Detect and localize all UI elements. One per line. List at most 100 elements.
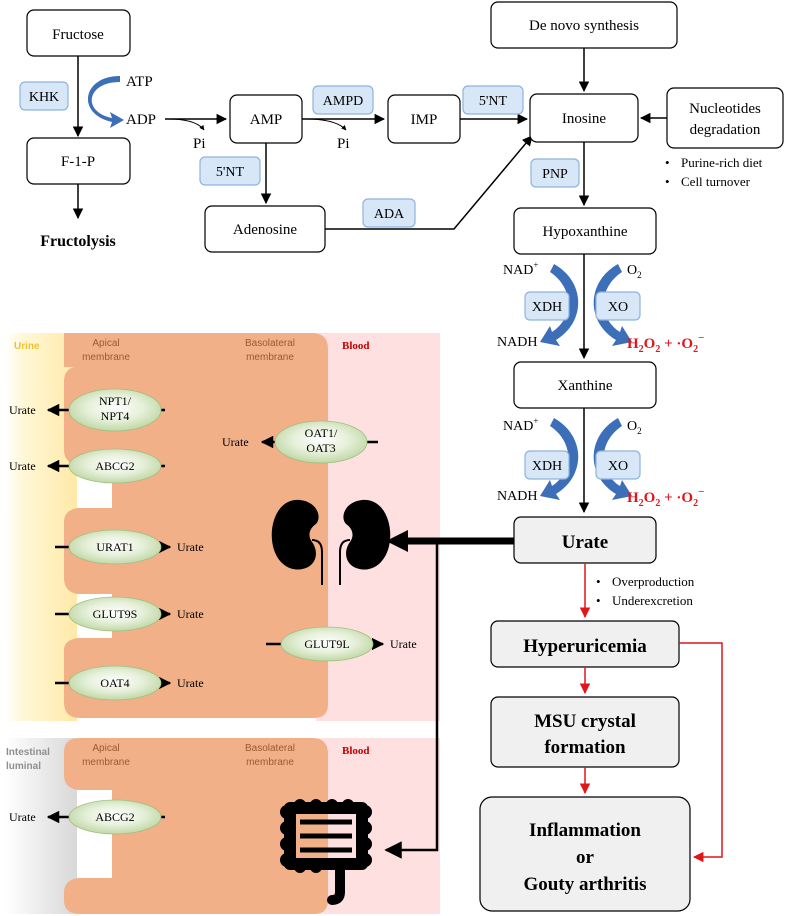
pnp-enzyme: [530, 158, 580, 188]
purine-branch: Pi AMP Pi AMPD IMP 5'NT 5'NT Adenosine A…: [165, 1, 784, 859]
npt-label-2: NPT4: [101, 409, 130, 423]
pnp-label: PNP: [542, 167, 568, 182]
bullet-4: •: [596, 593, 601, 608]
npt-transporter: [68, 388, 162, 432]
oat4-label: OAT4: [100, 676, 129, 690]
glut9l-label: GLUT9L: [304, 637, 349, 651]
hyperuricemia-to-gout-arrow: [679, 642, 723, 863]
pi-label-1: Pi: [193, 136, 206, 152]
pi-release-arrow-2: [305, 118, 347, 131]
nt-amp-enzyme: [199, 156, 261, 186]
msu-label-1: MSU crystal: [534, 711, 636, 732]
denovo-label: De novo synthesis: [529, 18, 639, 34]
xo-enzyme-1: [595, 291, 641, 321]
adenosine-label: Adenosine: [233, 222, 297, 238]
urate-npt: Urate: [9, 403, 36, 417]
urate-label: Urate: [562, 532, 608, 553]
basolateral-label-1: Basolateral: [245, 338, 295, 349]
kidney-panel: Urine Apical membrane Basolateral membra…: [5, 333, 440, 721]
nadh-label-2: NADH: [497, 489, 537, 504]
fructose-label: Fructose: [52, 27, 104, 43]
intestine-panel: Intestinal luminal Apical membrane Basol…: [5, 738, 440, 914]
int-basolateral-label-2: membrane: [246, 757, 294, 768]
urate-oat4: Urate: [177, 676, 204, 690]
oat4-transporter: [68, 665, 162, 701]
adenosine-to-inosine-arrow: [325, 135, 533, 230]
intestine-cell: [64, 738, 328, 914]
xdh-enzyme-2: [524, 450, 570, 480]
hyperuricemia-label: Hyperuricemia: [523, 636, 647, 657]
hypoxanthine-node: [513, 207, 657, 255]
urat1-transporter: [68, 529, 162, 565]
xo-curved-arrow-1: [593, 264, 632, 346]
ada-enzyme: [362, 198, 416, 228]
turnover-label: Cell turnover: [681, 174, 751, 189]
ampd-label: AMPD: [323, 94, 363, 109]
overproduction-label: Overproduction: [612, 574, 695, 589]
inflammation-label-2: or: [576, 847, 595, 868]
o2-label-1: O2: [627, 263, 642, 280]
kidneys-icon: [271, 499, 391, 585]
npt-label-1: NPT1/: [99, 394, 132, 408]
inflammation-node: [479, 796, 691, 912]
urate-abcg2: Urate: [9, 459, 36, 473]
xdh-curved-arrow-1: [540, 264, 579, 346]
hypoxanthine-label: Hypoxanthine: [543, 224, 628, 240]
oat1-label-1: OAT1/: [305, 426, 338, 440]
apical-label-2: membrane: [82, 352, 130, 363]
glut9s-label: GLUT9S: [93, 607, 138, 621]
ros-label-1: H2O2 + ·O2−: [627, 332, 704, 355]
oat1-label-2: OAT3: [306, 441, 335, 455]
msu-label-2: formation: [544, 737, 626, 758]
abcg2-label: ABCG2: [95, 459, 134, 473]
ada-label: ADA: [374, 207, 405, 222]
apical-label-1: Apical: [92, 338, 119, 349]
int-blood-label: Blood: [342, 745, 370, 757]
nadh-label-1: NADH: [497, 335, 537, 350]
ampd-enzyme: [312, 85, 374, 115]
outcome-chain: • Overproduction • Underexcretion Hyperu…: [479, 563, 723, 912]
atp-adp-curved-arrow: [88, 76, 124, 128]
kidney-cell-top: [64, 333, 314, 367]
urate-glut9s: Urate: [177, 607, 204, 621]
ros-label-2: H2O2 + ·O2−: [627, 486, 704, 509]
xo-label-1: XO: [608, 300, 628, 315]
urate-glut9l: Urate: [390, 637, 417, 651]
intestine-icon: [280, 799, 372, 905]
diet-label: Purine-rich diet: [681, 155, 763, 170]
bullet-1: •: [665, 155, 670, 170]
int-abcg2-label: ABCG2: [95, 810, 134, 824]
glut9l-transporter: [280, 626, 374, 662]
nucleotides-label-2: degradation: [690, 122, 761, 138]
xdh-curved-arrow-2: [540, 418, 579, 500]
int-basolateral-label-1: Basolateral: [245, 743, 295, 754]
atp-label: ATP: [126, 74, 153, 90]
inosine-label: Inosine: [562, 111, 607, 127]
nad-label-2: NAD+: [503, 416, 538, 434]
pi-release-arrow-1: [167, 118, 205, 131]
urate-to-kidney-arrowhead: [386, 530, 408, 552]
nucleotides-node: [666, 87, 784, 149]
xdh-enzyme-1: [524, 291, 570, 321]
lumen-label-1: Intestinal: [6, 747, 50, 758]
lumen-label-2: luminal: [6, 761, 41, 772]
urine-label: Urine: [14, 341, 40, 352]
pi-label-2: Pi: [337, 136, 350, 152]
urate-urat1: Urate: [177, 540, 204, 554]
amp-label: AMP: [250, 112, 283, 128]
f1p-label: F-1-P: [61, 154, 95, 170]
nt-imp-enzyme: [462, 85, 524, 115]
nt-imp-label: 5'NT: [479, 94, 508, 109]
intestine-blood-region: [316, 738, 440, 914]
xo-enzyme-2: [595, 450, 641, 480]
abcg2-transporter: [68, 448, 162, 484]
xo-label-2: XO: [608, 459, 628, 474]
inflammation-label-1: Inflammation: [529, 820, 641, 841]
khk-enzyme: [19, 81, 69, 111]
urate-oat1: Urate: [222, 435, 249, 449]
underexcretion-label: Underexcretion: [612, 593, 693, 608]
imp-label: IMP: [411, 112, 438, 128]
xanthine-node: [513, 361, 657, 409]
fructose-branch: Fructose KHK ATP ADP F-1-P Fructolysis: [19, 9, 156, 250]
